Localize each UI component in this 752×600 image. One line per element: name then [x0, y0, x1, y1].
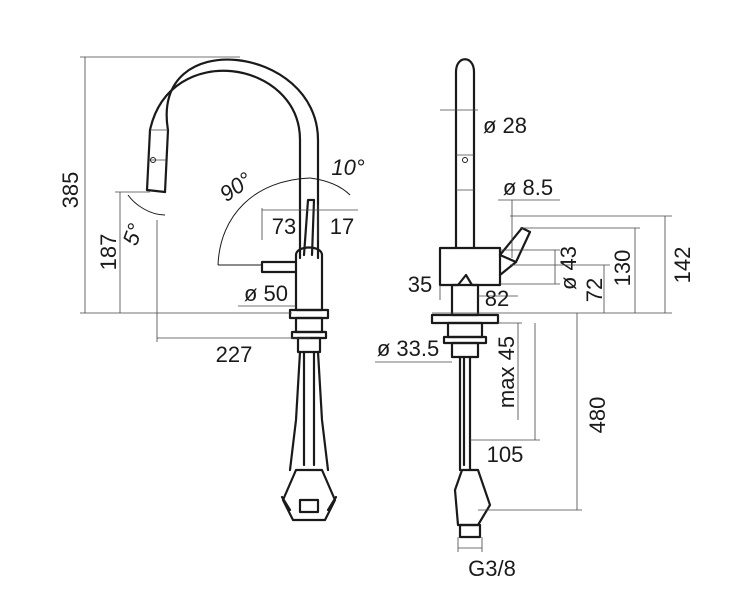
dim-angle-rotation: 90°	[215, 167, 257, 207]
dim-hose-depth: 105	[487, 442, 524, 467]
front-spout-inner	[163, 58, 320, 260]
side-lever	[498, 226, 532, 277]
rotation-arc-90	[217, 177, 311, 266]
dim-hose-length: 480	[585, 397, 610, 434]
front-spray-head	[145, 188, 167, 194]
front-lever	[302, 198, 316, 257]
dim-angle-tilt: 5°	[118, 220, 149, 249]
side-base	[430, 313, 500, 325]
dim-height-total: 385	[58, 172, 83, 209]
dim-height-142: 142	[670, 247, 695, 284]
dim-connection: G3/8	[468, 556, 516, 581]
dim-shank-diameter: ø 33.5	[377, 336, 439, 361]
dim-body-diameter-side: ø 43	[556, 246, 581, 290]
dim-angle-lever: 10°	[331, 155, 364, 180]
side-spout	[454, 58, 476, 250]
side-connector	[453, 468, 492, 527]
side-hose	[458, 355, 472, 472]
dim-max-deck: max 45	[494, 336, 519, 408]
front-view: 385 187 5° 90° 10° 73 17 ø 50 227	[58, 56, 365, 522]
dim-reach: 227	[216, 342, 253, 367]
side-view: ø 28 ø 8.5 142 130 ø 43 72 35 82 ø 33.5	[375, 58, 695, 581]
dim-lever-offset-left: 73	[272, 214, 296, 239]
front-spout-outer	[145, 69, 302, 260]
rotation-arc-10	[309, 177, 351, 196]
dim-lever-offset-right: 17	[330, 214, 354, 239]
front-body	[294, 246, 324, 312]
dim-lever-diameter: ø 8.5	[503, 175, 553, 200]
front-base	[288, 308, 330, 320]
dim-height-72: 72	[582, 278, 607, 302]
dim-height-spout: 187	[96, 234, 121, 271]
dim-body-width: 35	[408, 272, 432, 297]
dim-body-diameter: ø 50	[244, 281, 288, 306]
side-body	[438, 246, 502, 287]
dim-height-130: 130	[610, 250, 635, 287]
dim-body-depth: 82	[485, 286, 509, 311]
dim-spout-diameter: ø 28	[483, 113, 527, 138]
front-hose	[288, 350, 330, 472]
